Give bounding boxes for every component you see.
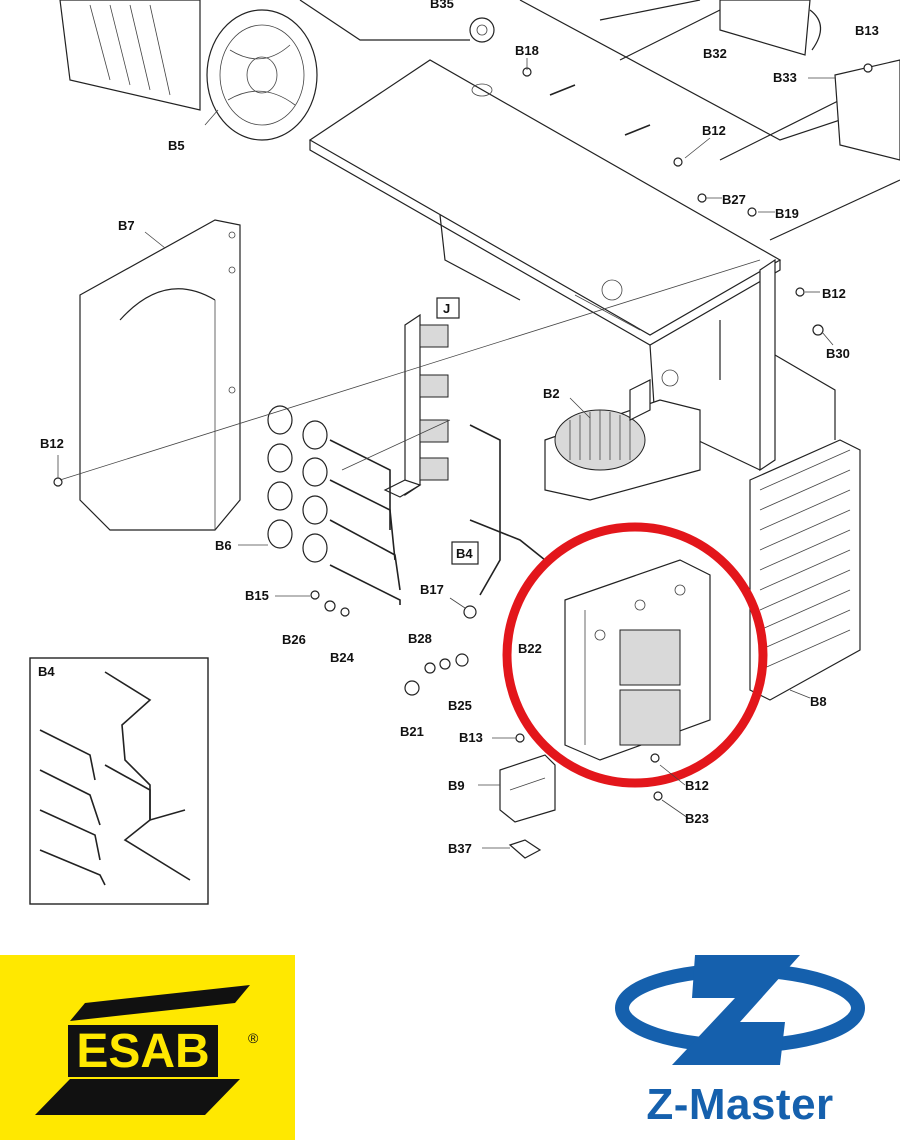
bracket-j <box>383 297 460 498</box>
fasteners <box>53 17 873 801</box>
label-b28: B28 <box>408 631 432 646</box>
label-j: J <box>443 301 450 316</box>
esab-logo-text: ESAB <box>76 1025 209 1078</box>
label-b4-inset: B4 <box>38 664 55 679</box>
label-b2: B2 <box>543 386 560 401</box>
label-b27: B27 <box>722 192 746 207</box>
label-b35: B35 <box>430 0 454 11</box>
label-b13: B13 <box>459 730 483 745</box>
registered-mark: ® <box>248 1030 259 1046</box>
highlight-circle <box>502 522 768 788</box>
label-b12: B12 <box>685 778 709 793</box>
label-b21: B21 <box>400 724 424 739</box>
cover-b7 <box>79 219 241 531</box>
label-b24: B24 <box>330 650 355 665</box>
rings-b6 <box>267 405 328 563</box>
filter-b9 <box>499 754 556 859</box>
label-b9: B9 <box>448 778 465 793</box>
label-b5: B5 <box>168 138 185 153</box>
zmaster-logo-mark <box>615 955 865 1065</box>
label-b6: B6 <box>215 538 232 553</box>
esab-logo-mark: ESAB ® <box>35 985 259 1115</box>
label-b12: B12 <box>822 286 846 301</box>
esab-logo: ESAB ® <box>0 955 295 1140</box>
label-b23: B23 <box>685 811 709 826</box>
busbars <box>329 424 546 605</box>
label-b32: B32 <box>703 46 727 61</box>
label-b12: B12 <box>40 436 64 451</box>
zmaster-logo-text: Z-Master <box>646 1080 834 1129</box>
label-b17: B17 <box>420 582 444 597</box>
label-b37: B37 <box>448 841 472 856</box>
label-b33: B33 <box>773 70 797 85</box>
label-b18: B18 <box>515 43 539 58</box>
label-b4: B4 <box>456 546 473 561</box>
label-b30: B30 <box>826 346 850 361</box>
label-b25: B25 <box>448 698 472 713</box>
label-b7: B7 <box>118 218 135 233</box>
top-cover-plate <box>308 59 782 346</box>
side-frame <box>649 258 836 472</box>
reactor-b2 <box>544 379 701 501</box>
label-b15: B15 <box>245 588 269 603</box>
label-b22: B22 <box>518 641 542 656</box>
label-b13: B13 <box>855 23 879 38</box>
panel-b32 <box>719 0 822 56</box>
leader-lines <box>57 58 835 849</box>
label-b26: B26 <box>282 632 306 647</box>
panel-b33 <box>834 59 900 161</box>
contactor-module <box>564 559 711 761</box>
label-b19: B19 <box>775 206 799 221</box>
label-box-b4 <box>451 541 479 565</box>
fan-b5 <box>59 0 318 141</box>
exploded-parts-diagram: B35 B18 B32 B13 B33 B5 B12 B27 B19 B7 B1… <box>29 0 900 905</box>
inset-b4 <box>29 657 209 905</box>
label-b8: B8 <box>810 694 827 709</box>
label-b12: B12 <box>702 123 726 138</box>
heatsink-b8 <box>749 439 861 701</box>
